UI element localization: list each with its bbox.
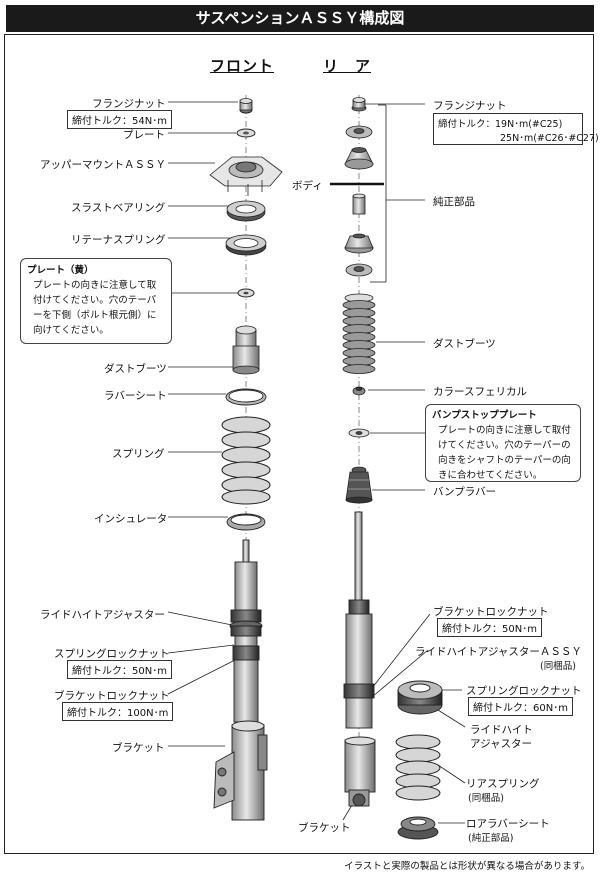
rear-spring-label: リアスプリング xyxy=(466,778,540,790)
rear-ride-height-label: ライドハイト xyxy=(470,724,533,736)
rear-collar-spherical-shape xyxy=(352,386,366,396)
rear-lower-cup-shape xyxy=(344,233,374,254)
rear-spring-lock-nut-label: スプリングロックナット xyxy=(466,685,582,697)
front-strut-body-shape xyxy=(229,539,263,723)
front-rubber-seat-label: ラバーシート xyxy=(104,390,167,402)
front-bracket-lock-nut-label: ブラケットロックナット xyxy=(54,690,170,702)
rear-same-package-label-1: (同梱品) xyxy=(540,661,576,672)
rear-same-package-label-2: (同梱品) xyxy=(468,793,504,804)
front-retainer-spring-shape xyxy=(225,234,267,256)
rear-bump-stop-plate-label: バンプストッププレート xyxy=(432,410,537,421)
front-insulator-label: インシュレータ xyxy=(94,513,168,525)
rear-flange-nut-torque-box: 締付トルク：19N･m(#C25) 25N･m(#C26･#C27) xyxy=(433,113,599,145)
rear-bump-rubber-label: バンプラバー xyxy=(433,486,497,498)
rear-spring-shape xyxy=(395,734,441,801)
front-rubber-seat-shape xyxy=(225,388,267,406)
front-retainer-spring-label: リテーナスプリング xyxy=(71,234,166,246)
diagram-frame xyxy=(4,34,594,854)
rear-lower-rubber-seat-label: ロアラバーシート xyxy=(466,818,550,830)
rear-upper-cup-shape xyxy=(344,147,374,170)
front-column-header: フロント xyxy=(210,57,275,75)
rear-flange-nut-torque-2: 25N･m(#C26･#C27) xyxy=(500,133,599,144)
front-dust-boot-label: ダストブーツ xyxy=(104,363,167,375)
rear-bump-stop-plate-shape xyxy=(348,428,370,438)
front-bracket-label: ブラケット xyxy=(112,742,165,754)
rear-ride-height-adjuster-shape xyxy=(397,680,443,715)
front-flange-nut-shape xyxy=(239,98,253,114)
page-title: サスペンションＡＳＳＹ構成図 xyxy=(6,5,594,32)
rear-genuine-parts-label-2: (純正部品) xyxy=(468,833,514,844)
rear-spring-lock-nut-torque: 締付トルク：60N･m xyxy=(468,697,573,716)
rear-adjuster-label: アジャスター xyxy=(470,738,533,750)
rear-ride-height-adjuster-assy-label: ライドハイトアジャスターＡＳＳＹ xyxy=(415,646,582,658)
front-flange-nut-label: フランジナット xyxy=(92,98,166,110)
rear-genuine-parts-label: 純正部品 xyxy=(433,196,475,208)
rear-bracket-label: ブラケット xyxy=(298,822,351,834)
rear-dust-boot-shape xyxy=(342,293,376,374)
rear-collar-spherical-label: カラースフェリカル xyxy=(433,386,527,398)
front-spring-shape xyxy=(221,416,271,505)
rear-flange-nut-shape xyxy=(351,97,367,112)
front-plate-note: プレート（黄） プレートの向きに注意して取付けてください。穴のテーパーを下側（ボ… xyxy=(20,258,172,344)
rear-collar-shape xyxy=(352,193,366,215)
rear-flange-nut-torque-1: 締付トルク：19N･m(#C25) xyxy=(438,119,563,130)
rear-column-header: リ ア xyxy=(323,57,372,75)
front-upper-mount-shape xyxy=(209,156,283,196)
rear-bracket-lock-nut-label: ブラケットロックナット xyxy=(433,606,549,618)
front-spring-lock-nut-torque: 締付トルク：50N･m xyxy=(67,660,172,679)
front-plate-shape xyxy=(236,128,256,138)
footer-disclaimer: イラストと実際の製品とは形状が異なる場合があります。 xyxy=(344,861,590,872)
front-plate-note-body: プレートの向きに注意して取付けてください。穴のテーパーを下側（ボルト根元側）に向… xyxy=(33,280,157,336)
front-flange-nut-torque: 締付トルク：54N･m xyxy=(67,110,172,129)
front-dust-boot-shape xyxy=(232,325,260,375)
front-yellow-plate-shape xyxy=(237,288,255,298)
front-thrust-bearing-label: スラストベアリング xyxy=(71,202,166,214)
front-thrust-bearing-shape xyxy=(226,200,266,222)
rear-lower-rubber-seat-shape xyxy=(397,816,439,840)
front-ride-height-adjuster-label: ライドハイトアジャスター xyxy=(40,609,165,621)
front-bracket-lock-nut-torque: 締付トルク：100N･m xyxy=(62,702,174,721)
front-spring-label: スプリング xyxy=(112,448,165,460)
rear-body-label: ボディ xyxy=(292,180,323,192)
front-insulator-shape xyxy=(226,513,266,531)
front-spring-lock-nut-label: スプリングロックナット xyxy=(54,648,170,660)
rear-bracket-lock-nut-torque: 締付トルク：50N･m xyxy=(437,618,542,637)
front-upper-mount-label: アッパーマウントＡＳＳＹ xyxy=(40,159,166,171)
rear-bump-stop-note: バンプストッププレート プレートの向きに注意して取付けてください。穴のテーパーの… xyxy=(425,404,581,482)
front-plate-note-title: プレート（黄） xyxy=(27,265,94,276)
front-leader-lines xyxy=(167,101,238,747)
front-plate-label: プレート xyxy=(123,129,165,141)
rear-damper-shape xyxy=(343,511,376,807)
rear-dust-boot-label: ダストブーツ xyxy=(433,338,496,350)
rear-washer-shape xyxy=(345,125,373,139)
front-bracket-shape xyxy=(213,720,268,821)
rear-bump-stop-note-body: プレートの向きに注意して取付けてください。穴のテーパーの向きをシャフトのテーパー… xyxy=(438,425,571,481)
rear-flange-nut-label: フランジナット xyxy=(433,100,507,112)
rear-lower-washer-shape xyxy=(345,263,373,277)
rear-bump-rubber-shape xyxy=(345,466,373,504)
